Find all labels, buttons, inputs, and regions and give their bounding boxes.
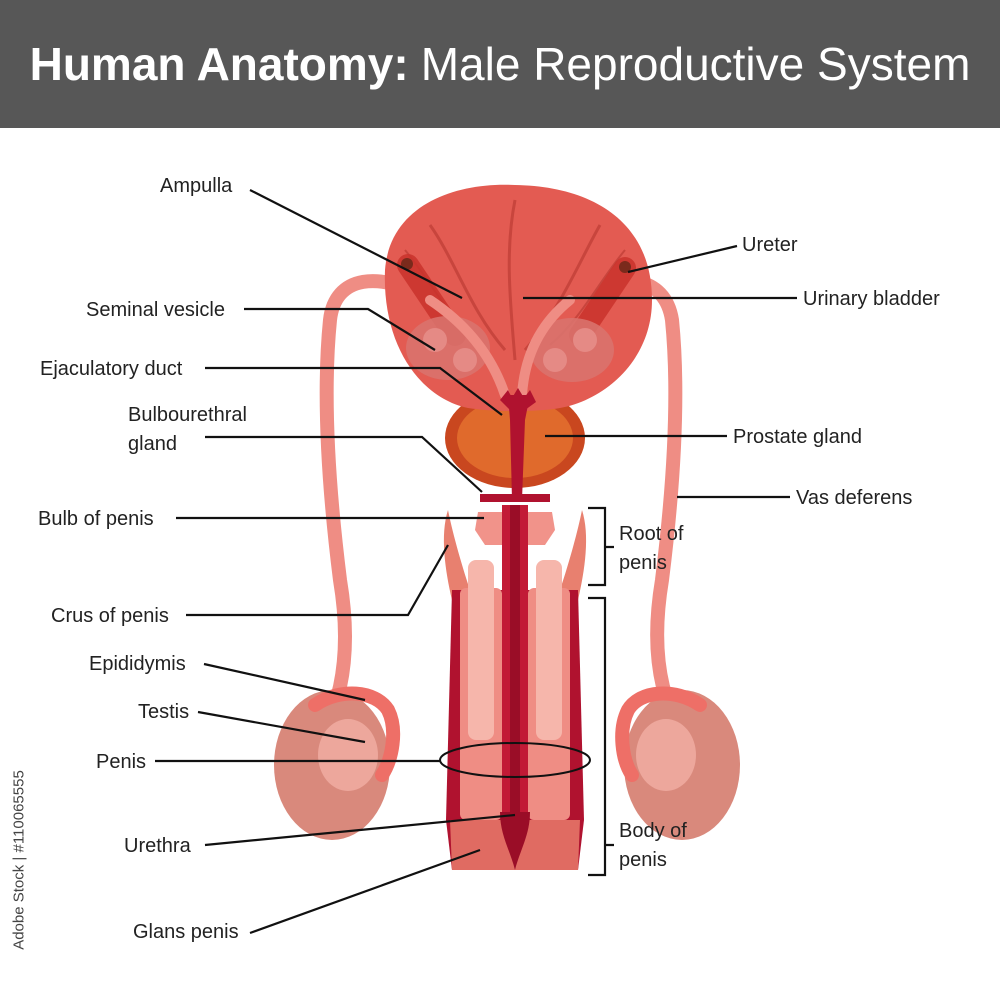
ureter-opening-right	[619, 261, 631, 273]
label-bulbourethral-line1: Bulbourethral	[128, 404, 247, 426]
label-ampulla: Ampulla	[160, 175, 233, 197]
crus-of-penis-right	[560, 510, 587, 600]
title-bold-part: Human Anatomy:	[29, 38, 409, 90]
page-title: Human Anatomy:Male Reproductive System	[30, 37, 971, 91]
label-urinary-bladder: Urinary bladder	[803, 288, 940, 310]
leader-seminal-vesicle	[244, 307, 436, 351]
label-prostate-gland: Prostate gland	[733, 426, 862, 448]
label-glans-penis: Glans penis	[133, 921, 239, 943]
label-urethra: Urethra	[124, 835, 192, 857]
testis-right-inner	[636, 719, 696, 791]
bladder-fold-mid	[507, 199, 517, 361]
label-root-of-penis-line2: penis	[619, 552, 667, 574]
bracket-body-of-penis	[588, 596, 614, 877]
seminal-vesicle-lobe	[573, 328, 597, 352]
ampulla-left	[425, 295, 510, 400]
title-light-part: Male Reproductive System	[420, 38, 971, 90]
seminal-vesicle-lobe	[423, 328, 447, 352]
label-ureter: Ureter	[742, 234, 798, 256]
leader-urethra	[204, 813, 516, 847]
penile-urethra	[510, 505, 520, 845]
vas-deferens-left	[318, 274, 437, 737]
epididymis-left	[308, 686, 401, 782]
label-testis: Testis	[138, 701, 189, 723]
title-banner: Human Anatomy:Male Reproductive System	[0, 0, 1000, 128]
label-bulbourethral-line2: gland	[128, 433, 177, 455]
cavernosum-stripes-right	[536, 560, 562, 740]
label-body-of-penis-line1: Body of	[619, 820, 687, 842]
seminal-vesicle-lobe	[543, 348, 567, 372]
leader-epididymis	[203, 662, 366, 702]
prostatic-urethra	[508, 395, 530, 500]
glans-urethra	[500, 812, 530, 870]
seminal-vesicle-lobe	[453, 348, 477, 372]
testis-left-inner	[318, 719, 378, 791]
label-ejaculatory-duct: Ejaculatory duct	[40, 358, 183, 380]
epididymis-right	[615, 686, 707, 782]
leader-ejaculatory-duct	[205, 366, 503, 416]
label-epididymis: Epididymis	[89, 653, 186, 675]
ureter-opening-left	[401, 258, 413, 270]
cavernosum-stripes-left	[468, 560, 494, 740]
label-bulb-of-penis: Bulb of penis	[38, 508, 154, 530]
leader-crus-of-penis	[186, 544, 449, 617]
label-vas-deferens: Vas deferens	[796, 487, 912, 509]
leader-bulbourethral	[205, 435, 483, 493]
stock-id-watermark: Adobe Stock | #110065555	[8, 770, 30, 950]
label-body-of-penis-line2: penis	[619, 849, 667, 871]
bladder-fold-left	[428, 224, 507, 351]
leader-testis	[197, 710, 366, 744]
urethra-top-crest	[500, 388, 536, 410]
stock-id-text: Adobe Stock | #110065555	[10, 770, 28, 950]
leader-glans-penis	[249, 848, 481, 935]
crus-of-penis-left	[443, 510, 470, 600]
label-crus-of-penis: Crus of penis	[51, 605, 169, 627]
leader-ureter	[627, 244, 738, 274]
label-penis: Penis	[96, 751, 146, 773]
label-seminal-vesicle: Seminal vesicle	[86, 299, 225, 321]
leader-ampulla	[249, 189, 463, 299]
label-root-of-penis-line1: Root of	[619, 523, 684, 545]
bracket-root-of-penis	[588, 506, 614, 587]
urogenital-diaphragm	[480, 494, 550, 502]
ampulla-right	[517, 295, 575, 400]
